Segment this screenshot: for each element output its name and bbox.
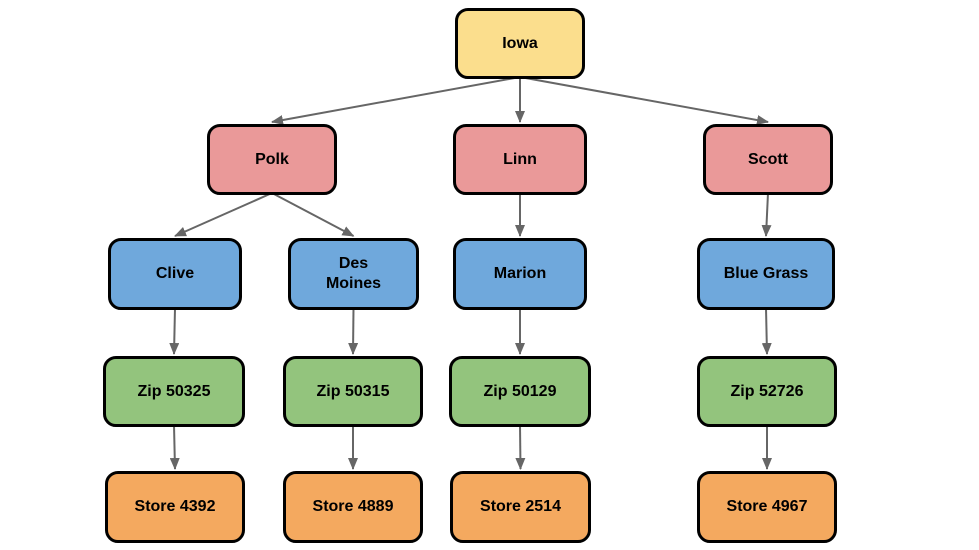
node-polk: Polk	[207, 124, 337, 195]
edge-iowa-to-polk	[271, 76, 521, 125]
edge-polk-to-clive	[174, 192, 273, 237]
edge-des-moines-to-zip-50315	[348, 307, 359, 355]
node-iowa: Iowa	[455, 8, 585, 79]
node-linn: Linn	[453, 124, 587, 195]
node-label: Zip 52726	[730, 382, 804, 400]
node-store-4889: Store 4889	[283, 471, 423, 543]
node-label: Clive	[155, 265, 195, 282]
node-label: Store 2514	[480, 498, 561, 515]
node-zip-50315: Zip 50315	[283, 356, 423, 427]
node-label: Store 4889	[312, 498, 394, 515]
edge-blue-grass-to-zip-52726	[761, 307, 772, 355]
node-store-4967: Store 4967	[697, 471, 837, 543]
node-zip-50129: Zip 50129	[449, 356, 591, 427]
node-label: Blue Grass	[723, 265, 809, 282]
node-scott: Scott	[703, 124, 833, 195]
node-label: Linn	[503, 150, 537, 168]
edge-zip-50325-to-store-4392	[169, 424, 180, 470]
node-clive: Clive	[108, 238, 242, 310]
edge-scott-to-blue-grass	[761, 192, 772, 237]
node-store-4392: Store 4392	[105, 471, 245, 543]
edge-polk-to-des-moines	[271, 192, 355, 237]
edge-zip-50129-to-store-2514	[515, 424, 526, 470]
edge-iowa-to-scott	[519, 76, 769, 125]
node-store-2514: Store 2514	[450, 471, 591, 543]
node-label: Zip 50325	[137, 382, 211, 400]
node-label: Zip 50315	[316, 382, 390, 400]
node-blue-grass: Blue Grass	[697, 238, 835, 310]
node-zip-50325: Zip 50325	[103, 356, 245, 427]
node-label: Des Moines	[325, 255, 382, 292]
node-label: Store 4967	[726, 498, 808, 515]
node-zip-52726: Zip 52726	[697, 356, 837, 427]
node-label: Scott	[748, 150, 788, 168]
node-des-moines: Des Moines	[288, 238, 419, 310]
node-label: Store 4392	[134, 498, 216, 515]
node-label: Polk	[255, 150, 289, 168]
node-label: Marion	[493, 265, 547, 282]
node-label: Iowa	[502, 34, 538, 52]
node-marion: Marion	[453, 238, 587, 310]
node-label: Zip 50129	[483, 382, 557, 400]
edge-clive-to-zip-50325	[169, 307, 180, 355]
